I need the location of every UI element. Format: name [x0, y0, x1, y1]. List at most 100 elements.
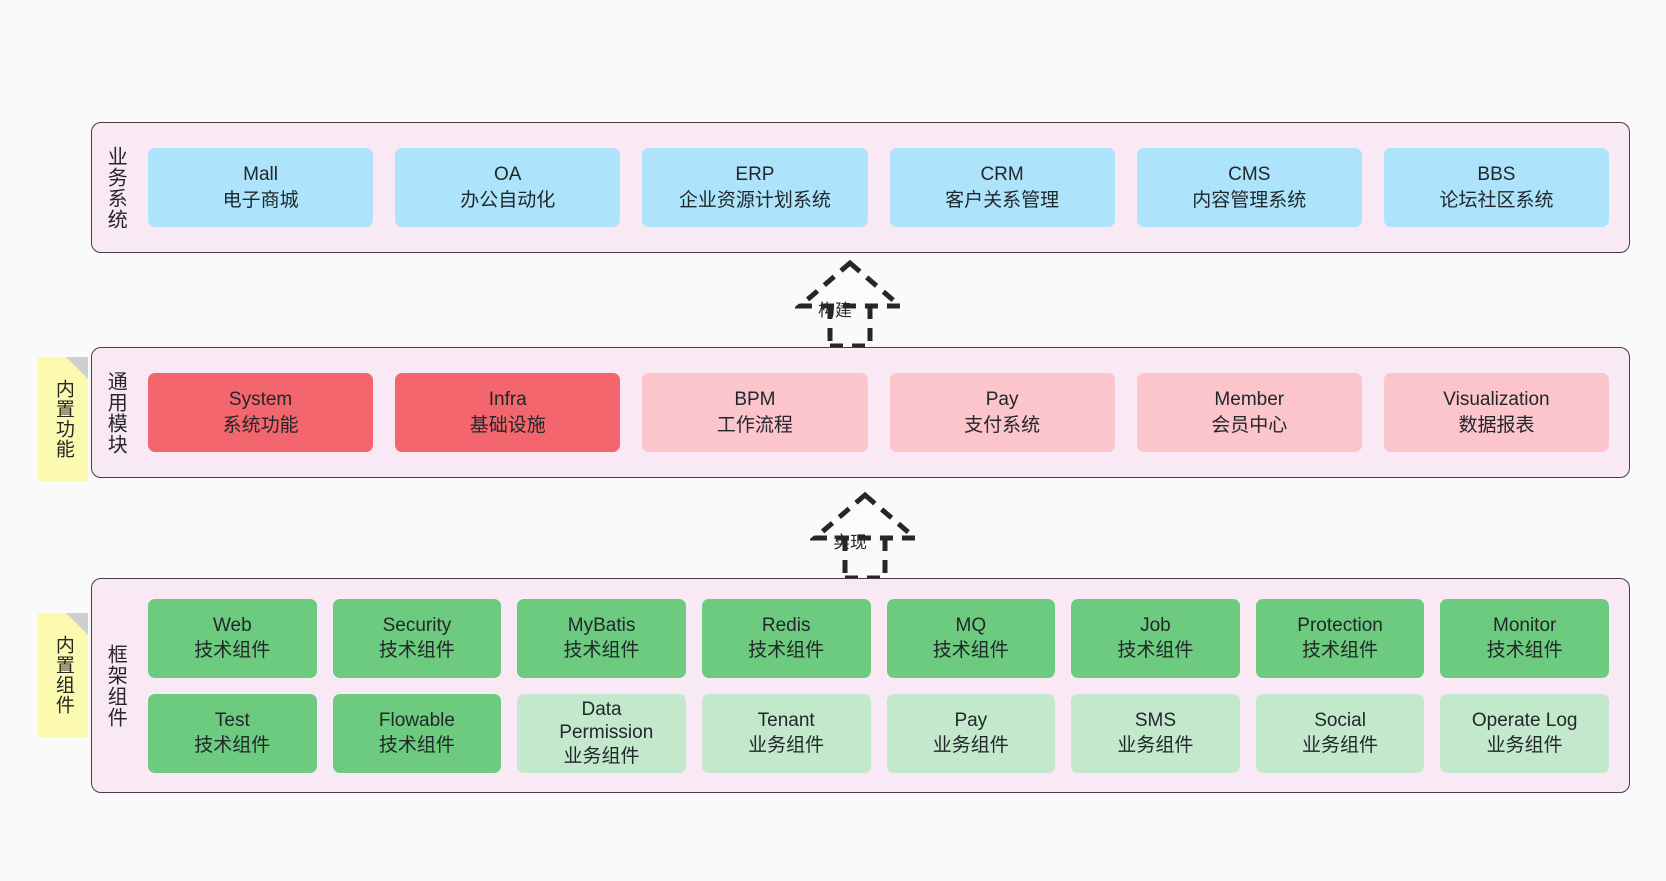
- module-card-subtitle: 会员中心: [1211, 414, 1288, 436]
- component-card-monitor[interactable]: Monitor 技术组件: [1440, 598, 1609, 678]
- layer-title-common-modules: 通用模块: [104, 370, 127, 455]
- layer-title-business-systems: 业务系统: [104, 145, 127, 230]
- component-card-job[interactable]: Job 技术组件: [1071, 598, 1240, 678]
- module-card-subtitle: 支付系统: [964, 414, 1041, 436]
- component-card-subtitle: 技术组件: [378, 640, 455, 661]
- component-card-test[interactable]: Test 技术组件: [148, 693, 317, 773]
- component-card-subtitle: 业务组件: [1117, 735, 1194, 756]
- component-card-mybatis[interactable]: MyBatis 技术组件: [517, 598, 686, 678]
- connector-build-arrow: [795, 259, 905, 348]
- module-card-pay[interactable]: Pay 支付系统: [889, 373, 1115, 452]
- component-card-title: Redis: [761, 614, 811, 636]
- module-card-title: Visualization: [1443, 389, 1550, 411]
- component-card-subtitle: 技术组件: [194, 640, 271, 661]
- module-card-subtitle: 系统功能: [222, 414, 299, 436]
- component-card-subtitle: 技术组件: [1117, 640, 1194, 661]
- connector-build-label: 构建: [818, 301, 852, 320]
- component-card-title: MQ: [955, 614, 987, 636]
- component-card-subtitle: 技术组件: [748, 640, 825, 661]
- module-card-title: Pay: [985, 389, 1019, 411]
- connector-implement-label: 实现: [833, 533, 867, 552]
- module-card-title: CMS: [1228, 164, 1271, 186]
- component-card-title: MyBatis: [567, 614, 636, 636]
- sticky-note-label: 内置功能: [52, 379, 74, 459]
- component-card-redis[interactable]: Redis 技术组件: [701, 598, 871, 678]
- module-card-subtitle: 基础设施: [469, 414, 546, 436]
- module-card-crm[interactable]: CRM 客户关系管理: [889, 148, 1115, 227]
- module-card-system[interactable]: System 系统功能: [148, 373, 374, 452]
- component-card-title: Data Permission: [559, 699, 654, 744]
- module-card-title: BPM: [734, 389, 776, 411]
- module-card-subtitle: 办公自动化: [460, 189, 556, 211]
- component-card-web[interactable]: Web 技术组件: [148, 598, 317, 678]
- component-card-title: Security: [382, 614, 452, 636]
- module-card-subtitle: 内容管理系统: [1192, 189, 1307, 211]
- note-fold-icon: [66, 357, 88, 379]
- layer-row: Test 技术组件 Flowable 技术组件 Data Permission …: [148, 693, 1609, 773]
- module-card-infra[interactable]: Infra 基础设施: [395, 373, 621, 452]
- module-card-member[interactable]: Member 会员中心: [1136, 373, 1362, 452]
- module-card-subtitle: 论坛社区系统: [1439, 189, 1554, 211]
- module-card-title: CRM: [980, 164, 1024, 186]
- component-card-sms[interactable]: SMS 业务组件: [1071, 693, 1240, 773]
- note-fold-icon: [66, 613, 88, 635]
- component-card-title: Tenant: [757, 709, 815, 731]
- component-card-subtitle: 技术组件: [563, 640, 640, 661]
- component-card-title: Protection: [1297, 614, 1383, 636]
- module-card-bbs[interactable]: BBS 论坛社区系统: [1383, 148, 1610, 227]
- module-card-title: Mall: [243, 164, 278, 186]
- layer-body-framework-components: Web 技术组件 Security 技术组件 MyBatis 技术组件 Redi…: [138, 579, 1629, 792]
- module-card-title: System: [228, 389, 293, 411]
- layer-row: Mall 电子商城 OA 办公自动化 ERP 企业资源计划系统 CRM 客户关系…: [148, 148, 1610, 227]
- module-card-mall[interactable]: Mall 电子商城: [148, 148, 374, 227]
- sticky-note-label: 内置组件: [52, 635, 74, 715]
- module-card-visualization[interactable]: Visualization 数据报表: [1383, 373, 1610, 452]
- sticky-note-built-in-features: 内置功能: [38, 357, 88, 481]
- component-card-title: Job: [1140, 614, 1171, 636]
- component-card-tenant[interactable]: Tenant 业务组件: [701, 693, 871, 773]
- component-card-data-permission[interactable]: Data Permission 业务组件: [517, 693, 686, 773]
- layer-framework-components: 框架组件 Web 技术组件 Security 技术组件 MyBatis 技术组件…: [91, 578, 1630, 793]
- component-card-protection[interactable]: Protection 技术组件: [1255, 598, 1425, 678]
- component-card-subtitle: 技术组件: [1302, 640, 1379, 661]
- component-card-subtitle: 业务组件: [563, 745, 640, 767]
- component-card-title: Operate Log: [1471, 709, 1578, 731]
- component-card-subtitle: 业务组件: [932, 735, 1009, 756]
- module-card-erp[interactable]: ERP 企业资源计划系统: [642, 148, 868, 227]
- module-card-oa[interactable]: OA 办公自动化: [395, 148, 621, 227]
- module-card-title: ERP: [735, 164, 775, 186]
- layer-row: Web 技术组件 Security 技术组件 MyBatis 技术组件 Redi…: [148, 598, 1609, 678]
- module-card-subtitle: 企业资源计划系统: [678, 189, 831, 211]
- component-card-title: Monitor: [1493, 614, 1557, 636]
- component-card-subtitle: 业务组件: [1486, 735, 1563, 756]
- component-card-title: Test: [214, 709, 250, 731]
- module-card-subtitle: 客户关系管理: [945, 189, 1060, 211]
- component-card-subtitle: 技术组件: [194, 735, 271, 756]
- component-card-subtitle: 业务组件: [748, 735, 825, 756]
- module-card-subtitle: 工作流程: [716, 414, 793, 436]
- layer-body-common-modules: System 系统功能 Infra 基础设施 BPM 工作流程 Pay 支付系统…: [138, 348, 1629, 477]
- sticky-note-built-in-components: 内置组件: [38, 613, 88, 737]
- module-card-bpm[interactable]: BPM 工作流程: [642, 373, 868, 452]
- component-card-security[interactable]: Security 技术组件: [332, 598, 502, 678]
- layer-row: System 系统功能 Infra 基础设施 BPM 工作流程 Pay 支付系统…: [148, 373, 1610, 452]
- component-card-mq[interactable]: MQ 技术组件: [886, 598, 1056, 678]
- component-card-title: Pay: [954, 709, 988, 731]
- layer-body-business-systems: Mall 电子商城 OA 办公自动化 ERP 企业资源计划系统 CRM 客户关系…: [138, 123, 1629, 252]
- module-card-title: OA: [494, 164, 522, 186]
- module-card-subtitle: 电子商城: [222, 189, 299, 211]
- component-card-pay[interactable]: Pay 业务组件: [886, 693, 1056, 773]
- component-card-operate-log[interactable]: Operate Log 业务组件: [1440, 693, 1609, 773]
- component-card-subtitle: 技术组件: [378, 735, 455, 756]
- component-card-title: Web: [212, 614, 252, 636]
- module-card-cms[interactable]: CMS 内容管理系统: [1136, 148, 1362, 227]
- component-card-social[interactable]: Social 业务组件: [1255, 693, 1425, 773]
- module-card-subtitle: 数据报表: [1458, 414, 1535, 436]
- layer-business-systems: 业务系统 Mall 电子商城 OA 办公自动化 ERP 企业资源计划系统 CRM…: [91, 122, 1630, 253]
- layer-common-modules: 通用模块 System 系统功能 Infra 基础设施 BPM 工作流程 Pay…: [91, 347, 1630, 478]
- component-card-subtitle: 技术组件: [932, 640, 1009, 661]
- component-card-title: Flowable: [378, 709, 455, 731]
- component-card-flowable[interactable]: Flowable 技术组件: [332, 693, 502, 773]
- layer-title-framework-components: 框架组件: [104, 643, 127, 728]
